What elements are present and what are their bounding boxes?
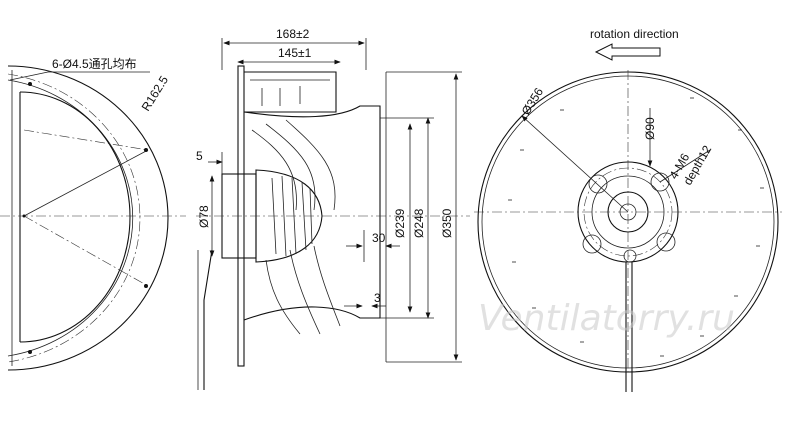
bolt-hole [144, 284, 148, 288]
bolt-ray-upper [23, 129, 149, 151]
radius-leader [23, 149, 149, 217]
impeller-body [243, 105, 381, 321]
mount-lug [656, 232, 676, 252]
bolt-ray-lower [23, 215, 149, 287]
radius-label: R162.5 [139, 73, 172, 114]
bolt-hole [28, 82, 32, 86]
side-view: 168±2 145±1 5 Ø78 Ø239 [196, 27, 470, 390]
blade-marks [508, 97, 764, 357]
flange-outer-arc [7, 65, 169, 371]
housing-ribs [250, 79, 330, 106]
dim-350-label: Ø350 [440, 208, 454, 238]
motor-dome [255, 169, 323, 263]
housing-top [244, 71, 337, 113]
bolt-hole [28, 350, 32, 354]
dim-30-label: 30 [372, 231, 386, 245]
cable [203, 249, 213, 390]
dim-3-label: 3 [374, 291, 381, 305]
mount-lug [588, 174, 608, 194]
dim-248-label: Ø248 [412, 208, 426, 238]
dim-5-label: 5 [196, 149, 203, 163]
watermark: Ventilatorry.ru [478, 298, 735, 339]
thread-leader [659, 149, 711, 183]
inner-semicircle [19, 91, 131, 343]
front-cable [625, 262, 633, 392]
rotation-label: rotation direction [590, 27, 679, 41]
impeller-blades-upper [251, 119, 336, 211]
impeller-blades-lower [265, 245, 341, 335]
bolt-circle [7, 73, 141, 363]
dim-168-label: 168±2 [276, 27, 310, 41]
flange-inner-arc [7, 79, 134, 357]
dim-78-label: Ø78 [197, 205, 211, 228]
mount-lug [582, 234, 602, 254]
left-flange-view: 6-Ø4.5通孔均布 R162.5 [0, 57, 186, 371]
dim-90-label: Ø90 [643, 117, 657, 140]
bolt-hole [144, 148, 148, 152]
dim-356-leader [521, 115, 629, 213]
dim-145-label: 145±1 [278, 46, 312, 60]
holes-leader [9, 71, 49, 81]
cable-entry [623, 249, 637, 263]
dim-356-label: Ø356 [519, 85, 547, 118]
dim-239-label: Ø239 [393, 208, 407, 238]
rotation-arrow-icon [594, 43, 661, 61]
thread-bolt-circle [583, 167, 673, 257]
holes-label: 6-Ø4.5通孔均布 [52, 57, 137, 71]
center-point [22, 214, 26, 218]
mount-lug [650, 172, 670, 192]
